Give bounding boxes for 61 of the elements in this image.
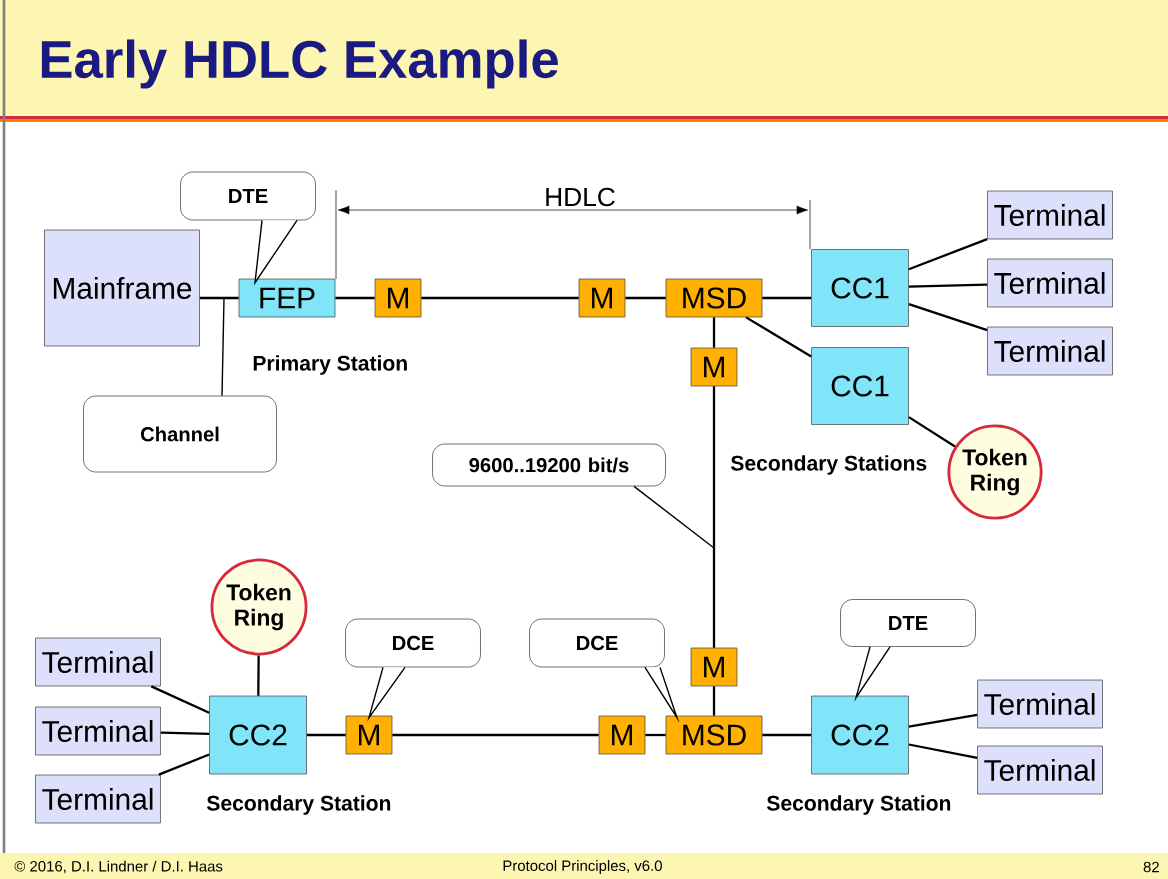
connector-line bbox=[645, 733, 666, 737]
controller-box: CC1 bbox=[811, 249, 909, 327]
connector-line bbox=[908, 743, 978, 759]
connector-line bbox=[306, 733, 346, 737]
connector-line bbox=[199, 296, 239, 300]
connector-line bbox=[335, 296, 375, 300]
terminal-box: Terminal bbox=[977, 679, 1103, 729]
connector-line bbox=[158, 753, 210, 776]
callout-pointer bbox=[854, 646, 891, 702]
modem-box: M bbox=[690, 347, 738, 387]
device-box: MSD bbox=[665, 278, 763, 318]
connector-line bbox=[762, 296, 812, 300]
connector-line bbox=[712, 386, 716, 648]
modem-box: M bbox=[345, 715, 393, 755]
terminal-box: Terminal bbox=[35, 637, 161, 687]
callout-pointer bbox=[367, 666, 406, 722]
footer-text: Protocol Principles, v6.0 bbox=[503, 860, 662, 874]
connector-line bbox=[908, 303, 988, 332]
device-box: MSD bbox=[665, 715, 763, 755]
modem-box: M bbox=[690, 647, 738, 687]
connector-line bbox=[712, 686, 716, 716]
page-number: 82 bbox=[1143, 861, 1159, 873]
controller-box: CC2 bbox=[209, 695, 307, 775]
connector-line bbox=[712, 317, 716, 348]
dimension-label: HDLC bbox=[546, 187, 615, 207]
connector-line bbox=[392, 733, 599, 737]
controller-box: CC2 bbox=[811, 695, 909, 775]
callout-bubble: Channel bbox=[83, 395, 277, 473]
connector-line bbox=[908, 416, 956, 448]
connector-line bbox=[762, 733, 812, 737]
connector-line bbox=[908, 713, 978, 728]
modem-box: M bbox=[598, 715, 646, 755]
connector-line bbox=[745, 316, 812, 358]
device-box: FEP bbox=[238, 278, 336, 318]
controller-box: CC1 bbox=[811, 347, 909, 425]
footer-text: © 2016, D.I. Lindner / D.I. Haas bbox=[14, 860, 223, 874]
connector-line bbox=[257, 655, 260, 696]
callout-bubble: 9600..19200 bit/s bbox=[432, 443, 666, 487]
connector-line bbox=[908, 283, 988, 288]
modem-box: M bbox=[374, 278, 422, 318]
connector-line bbox=[150, 685, 210, 714]
terminal-box: Terminal bbox=[977, 745, 1103, 795]
station-label: Secondary Stations bbox=[730, 455, 927, 475]
station-label: Primary Station bbox=[253, 355, 407, 375]
station-label: Secondary Station bbox=[766, 795, 951, 815]
connector-line bbox=[160, 731, 210, 735]
terminal-box: Terminal bbox=[987, 190, 1113, 240]
terminal-box: Terminal bbox=[35, 774, 161, 824]
terminal-box: Terminal bbox=[987, 258, 1113, 308]
callout-bubble: DCE bbox=[529, 618, 665, 668]
terminal-box: Terminal bbox=[987, 326, 1113, 376]
callout-pointer bbox=[644, 666, 680, 723]
slide-title: Early HDLC Example bbox=[41, 39, 558, 89]
modem-box: M bbox=[578, 278, 626, 318]
connector-line bbox=[625, 296, 666, 300]
station-label: Secondary Station bbox=[206, 795, 391, 815]
terminal-box: Terminal bbox=[35, 706, 161, 756]
mainframe-box: Mainframe bbox=[44, 229, 200, 347]
connector-line bbox=[421, 296, 579, 300]
callout-pointer bbox=[254, 219, 298, 286]
connector-line bbox=[908, 238, 988, 271]
